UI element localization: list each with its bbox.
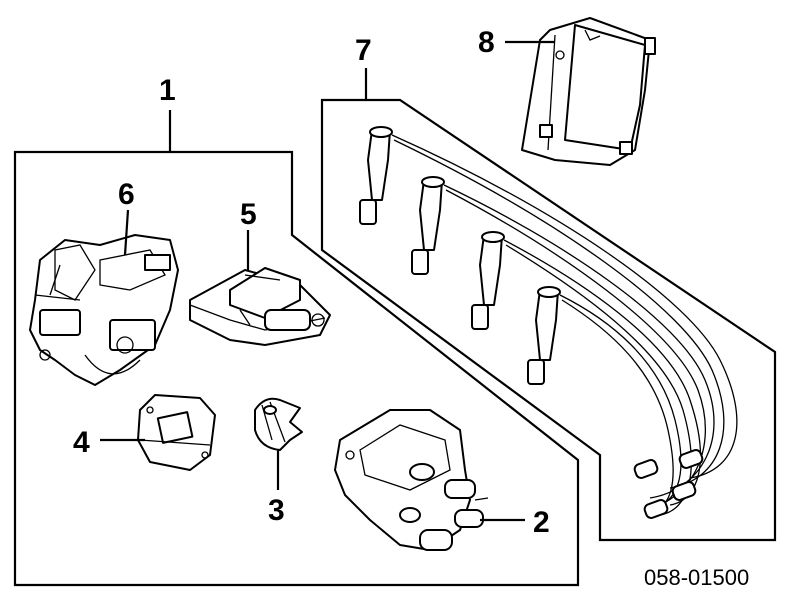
ignition-coil-part-5 <box>189 267 331 346</box>
assembly-1-frame <box>13 110 580 587</box>
callout-5: 5 <box>240 198 257 231</box>
diagram-code: 058-01500 <box>644 565 749 590</box>
spark-plug-boot <box>359 126 393 225</box>
igniter-module-part-4 <box>137 394 216 471</box>
rotor-part-3 <box>254 397 303 451</box>
callout-8: 8 <box>478 26 495 59</box>
ignition-wires-part-7 <box>359 126 738 519</box>
spark-plug-boot <box>471 231 505 330</box>
assembly-7-frame <box>320 68 777 542</box>
distributor-cap-part-2 <box>334 409 489 551</box>
spark-plug-boot <box>527 286 561 385</box>
distributor-housing-part-6 <box>29 234 179 386</box>
callout-7: 7 <box>355 34 372 67</box>
callout-4: 4 <box>73 426 90 459</box>
callout-2: 2 <box>533 506 550 539</box>
control-module-part-8 <box>521 17 656 166</box>
leader-6 <box>123 209 130 256</box>
spark-plug-boot <box>411 176 445 275</box>
callout-6: 6 <box>118 178 135 211</box>
callout-3: 3 <box>268 494 285 527</box>
callout-1: 1 <box>159 74 176 107</box>
